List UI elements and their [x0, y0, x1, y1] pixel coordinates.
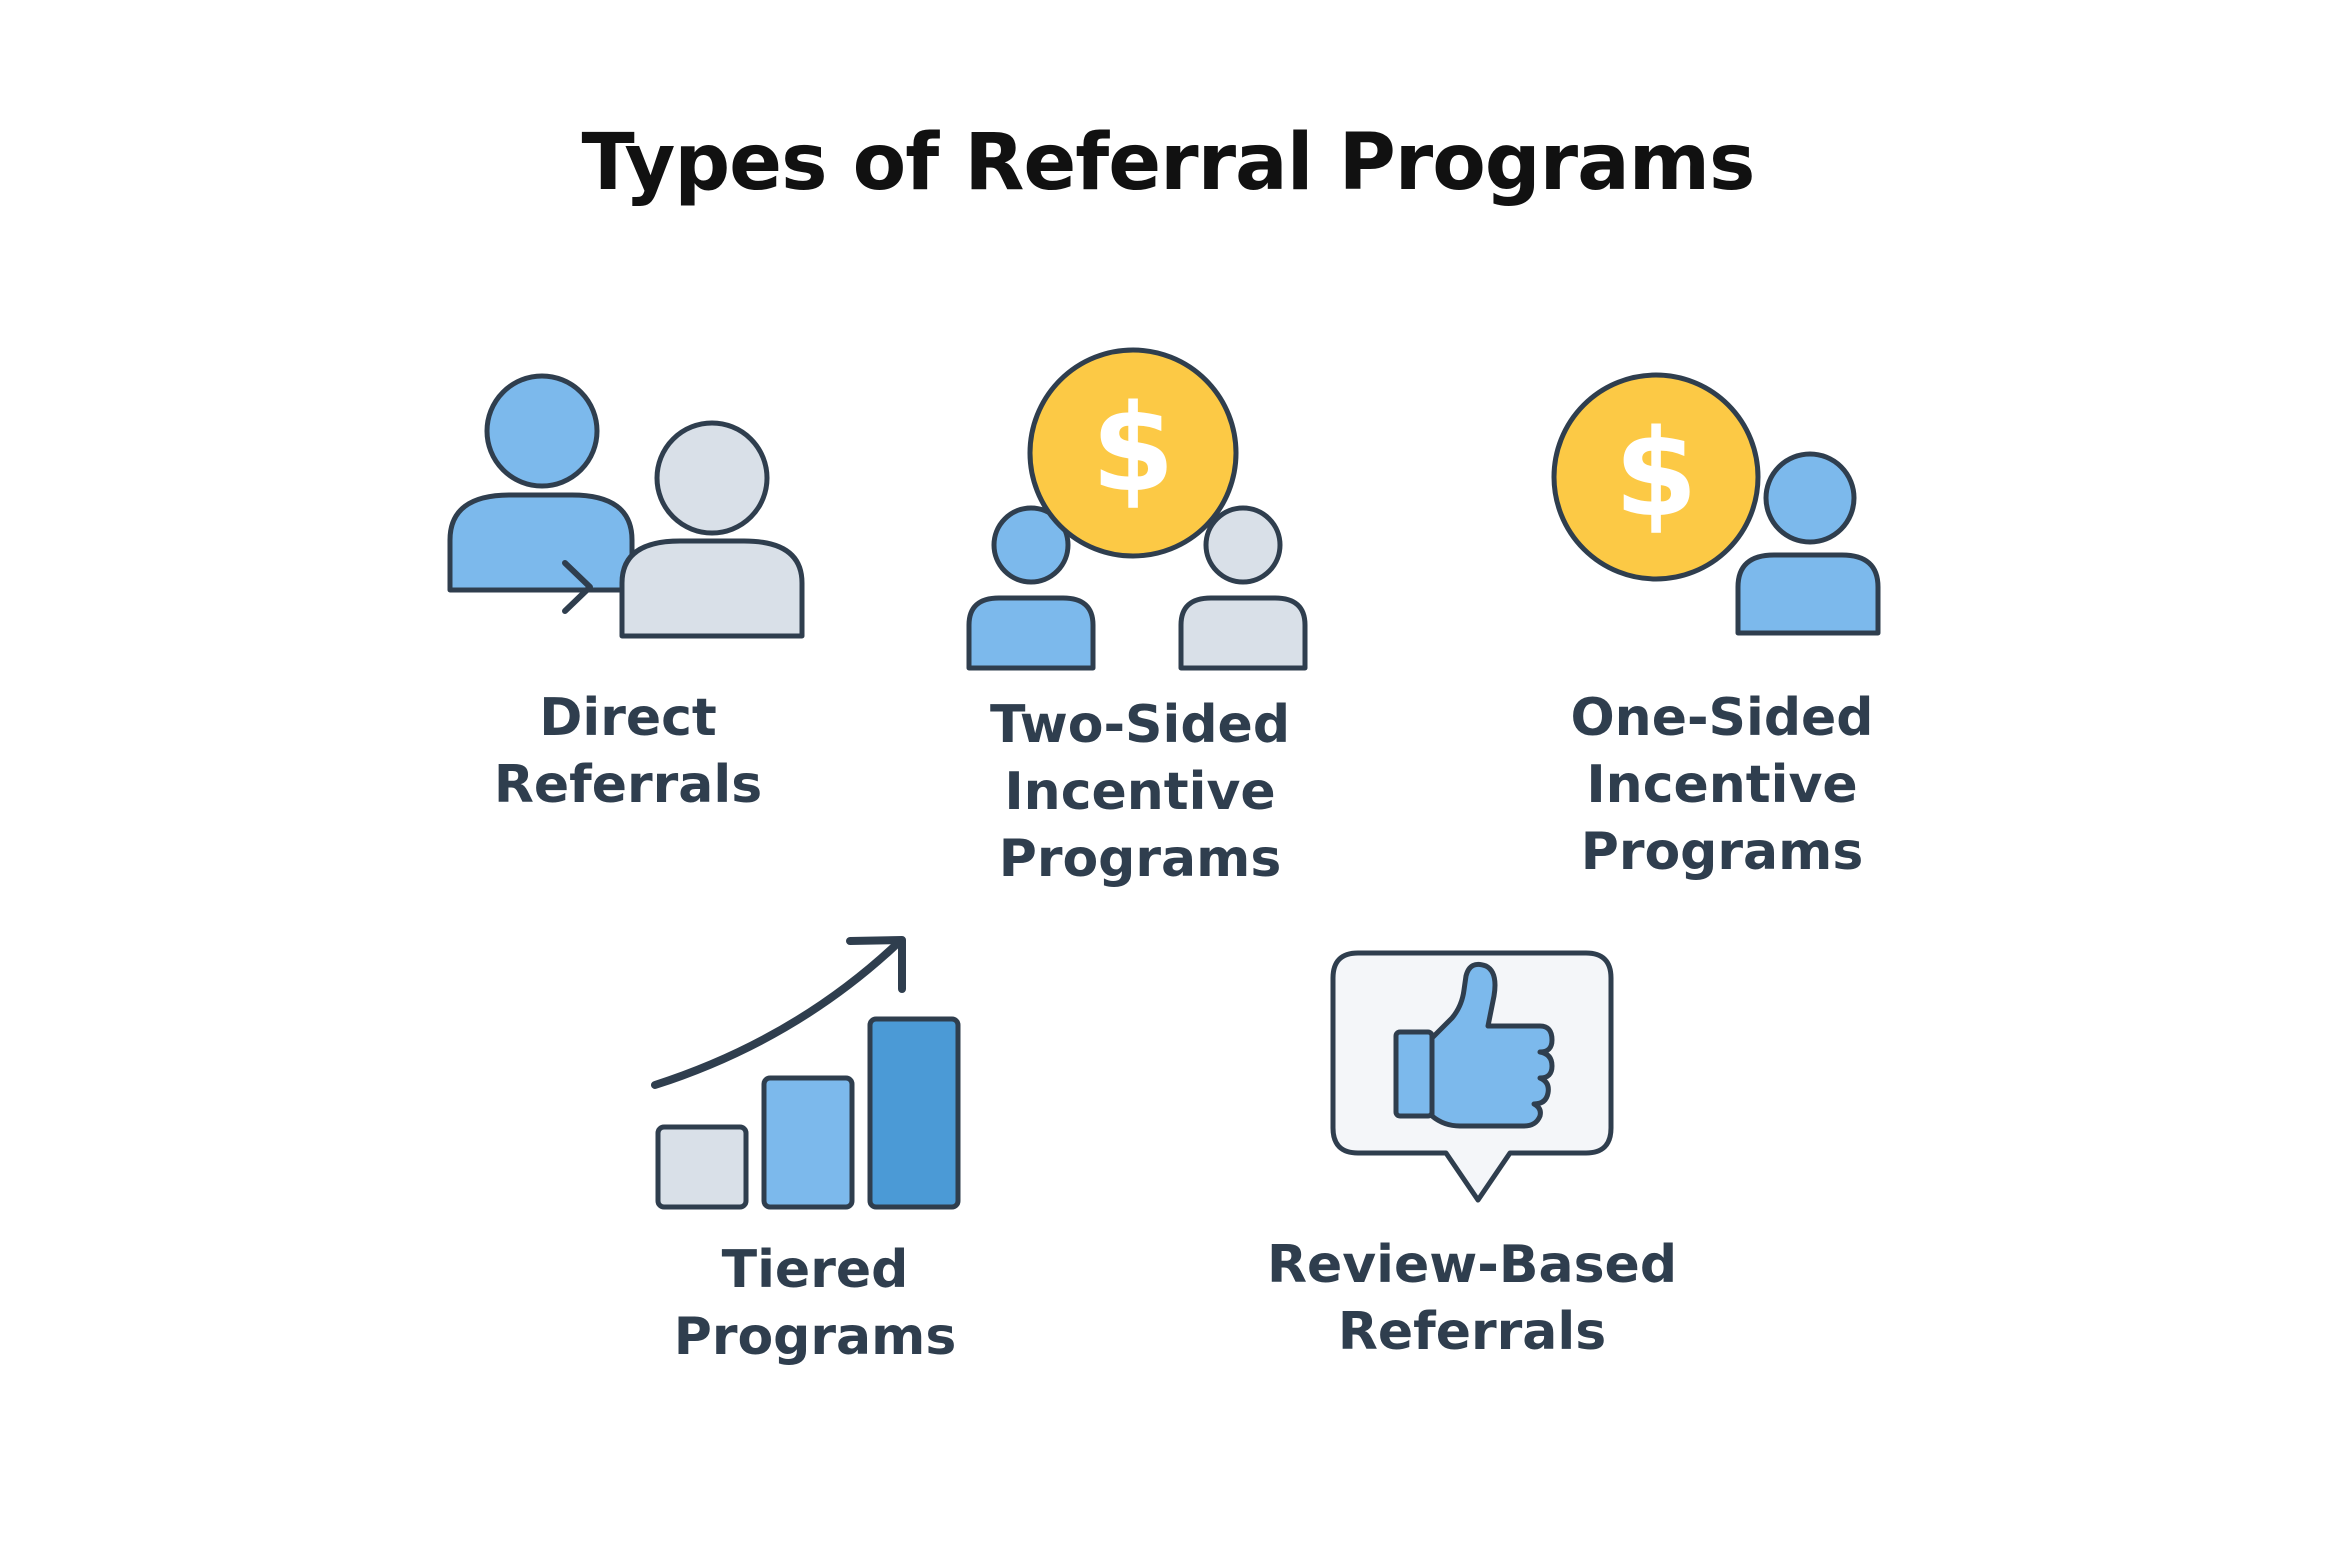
item-label: Tiered Programs [673, 1240, 957, 1367]
item-label: One-Sided Incentive Programs [1570, 688, 1874, 882]
item-label: Direct Referrals [493, 688, 763, 815]
item-label: Review-Based Referrals [1266, 1235, 1678, 1362]
coin-and-person-icon: $ [1551, 372, 1881, 636]
dollar-sign: $ [1614, 405, 1698, 544]
two-people-arrow-icon [447, 373, 805, 639]
thumbs-up-speech-bubble-icon [1330, 950, 1614, 1203]
item-label: Two-Sided Incentive Programs [989, 695, 1291, 889]
dollar-sign: $ [1091, 380, 1175, 519]
rising-bar-chart-icon [651, 936, 961, 1210]
coin-between-two-people-icon: $ [966, 347, 1308, 671]
page-title: Types of Referral Programs [581, 118, 1756, 208]
